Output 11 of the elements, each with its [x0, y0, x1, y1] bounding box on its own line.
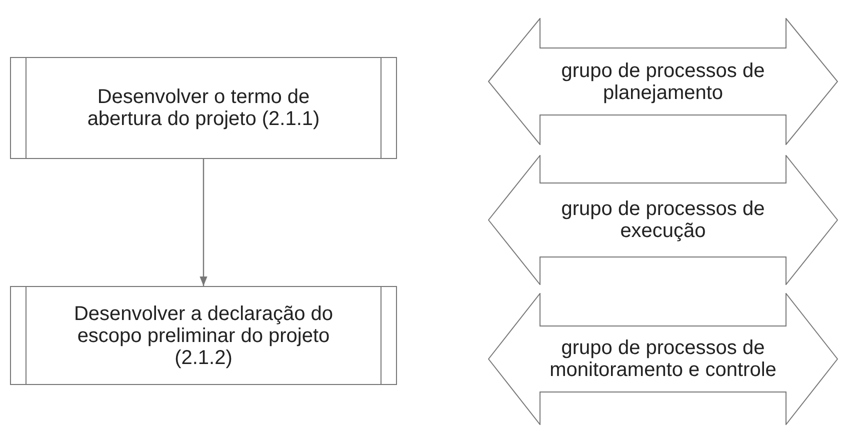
- node-label: grupo de processos de monitoramento e controle: [548, 337, 778, 381]
- process-box: [10, 286, 397, 385]
- node-label: Desenvolver o termo de abertura do projeto (2.1.1): [86, 86, 321, 130]
- double-arrow-shape: [488, 293, 838, 425]
- node-label: Desenvolver a declaração do escopo preliminar do projeto (2.1.2): [72, 302, 334, 368]
- node-label: grupo de processos de planejamento: [560, 60, 766, 104]
- double-arrow-shape: [488, 18, 838, 145]
- process-box: [10, 57, 397, 159]
- arrow: [200, 159, 208, 286]
- double-arrow-shape: [488, 155, 838, 285]
- node-label: grupo de processos de execução: [560, 198, 766, 242]
